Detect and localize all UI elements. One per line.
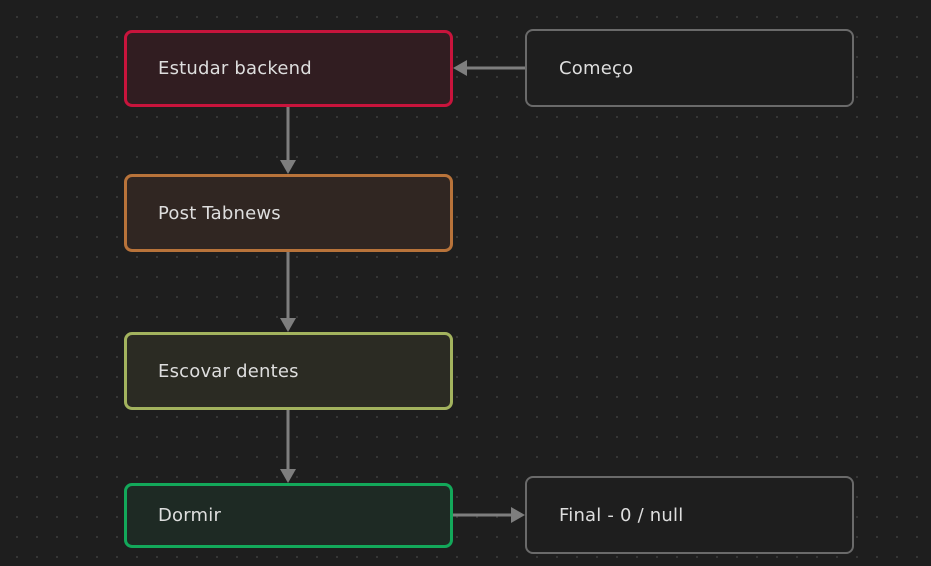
node-label: Post Tabnews: [158, 202, 281, 224]
node-label: Dormir: [158, 505, 222, 526]
node-escovar-dentes[interactable]: Escovar dentes: [124, 332, 453, 410]
node-dormir[interactable]: Dormir: [124, 483, 453, 548]
node-label: Começo: [559, 57, 634, 79]
node-label: Final - 0 / null: [559, 504, 684, 526]
node-label: Estudar backend: [158, 58, 312, 79]
edge-comeco-to-estudar[interactable]: [453, 60, 525, 76]
edge-dormir-to-final[interactable]: [453, 507, 525, 523]
edge-escovar-to-dormir[interactable]: [280, 409, 296, 483]
node-comeco[interactable]: Começo: [525, 29, 854, 107]
edge-estudar-to-post[interactable]: [280, 106, 296, 174]
node-post-tabnews[interactable]: Post Tabnews: [124, 174, 453, 252]
node-estudar-backend[interactable]: Estudar backend: [124, 30, 453, 107]
node-label: Escovar dentes: [158, 360, 299, 382]
edge-post-to-escovar[interactable]: [280, 251, 296, 332]
node-final[interactable]: Final - 0 / null: [525, 476, 854, 554]
